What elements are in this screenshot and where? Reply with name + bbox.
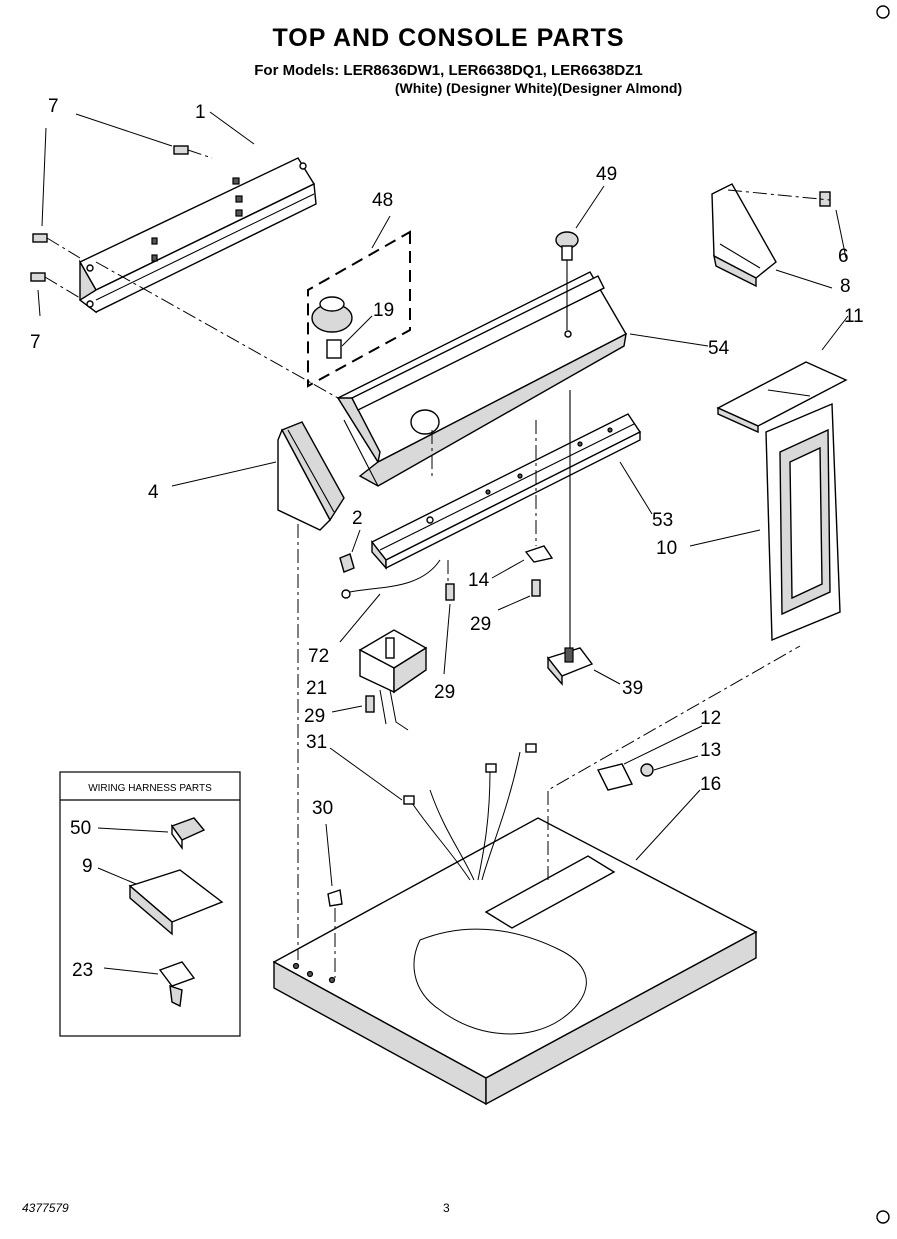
part-29-screws [365,579,541,713]
part-13-screw [640,763,654,777]
callout-9: 9 [82,856,93,877]
part-31-wiring-harness [403,743,537,881]
page-number: 3 [443,1201,450,1215]
callout-50: 50 [70,818,91,839]
part-12-clip [596,763,634,791]
callout-31: 31 [306,732,327,753]
callout-7: 7 [30,332,41,353]
callout-49: 49 [596,164,617,185]
callout-7: 7 [48,96,59,117]
part-49-knob [555,231,579,330]
part-16-top [272,817,758,1106]
document-number: 4377579 [22,1201,69,1215]
assembly-lines [95,189,831,978]
part-4-end-cap [277,421,345,531]
corner-mark [876,5,890,19]
callout-23: 23 [72,960,93,981]
part-14-bracket [524,545,554,563]
callout-53: 53 [652,510,673,531]
part-48-knob-assembly [307,230,411,388]
part-8-end-bracket [711,183,777,288]
callout-13: 13 [700,740,721,761]
callout-19: 19 [373,300,394,321]
callout-29: 29 [470,614,491,635]
callout-12: 12 [700,708,721,729]
part-30-clip [327,889,343,907]
callout-29: 29 [304,706,325,727]
callout-72: 72 [308,646,329,667]
callout-11: 11 [844,306,864,327]
callout-4: 4 [148,482,159,503]
callout-54: 54 [708,338,730,359]
callout-48: 48 [372,190,393,211]
part-53-control-rail [370,413,642,570]
callout-29: 29 [434,682,455,703]
callout-8: 8 [840,276,851,297]
wiring-box-title: WIRING HARNESS PARTS [88,783,212,794]
colors-line: (White) (Designer White)(Designer Almond… [394,80,683,96]
callout-39: 39 [622,678,643,699]
callout-21: 21 [306,678,327,699]
callout-2: 2 [352,508,363,529]
corner-mark [876,1210,890,1224]
callout-1: 1 [195,102,206,123]
wiring-harness-inset: WIRING HARNESS PARTS [59,771,241,1037]
part-21-timer [358,629,428,731]
callout-30: 30 [312,798,333,819]
callout-10: 10 [656,538,677,559]
part-1-rear-panel [78,157,317,314]
part-6-screw [819,191,831,207]
models-line: For Models: LER8636DW1, LER6638DQ1, LER6… [254,62,643,79]
part-10-lint-screen-frame [765,402,841,642]
part-7-screws [30,145,213,299]
page-title: TOP AND CONSOLE PARTS [272,24,625,52]
callout-leaders [37,111,849,975]
part-11-lint-screen-cover [716,361,848,434]
callout-16: 16 [700,774,721,795]
callout-14: 14 [468,570,490,591]
part-54-console [336,271,627,487]
part-2-nut-and-wire [339,553,441,599]
part-39-switch [546,390,594,686]
callout-6: 6 [838,246,849,267]
callout-numbers: 1 7 7 48 19 49 6 8 54 11 4 2 53 10 14 29… [30,96,864,981]
